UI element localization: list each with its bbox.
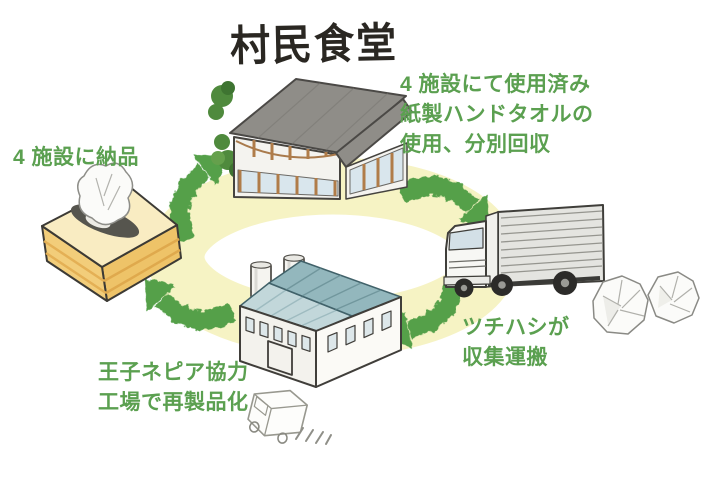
collection-truck-illustration [443,204,605,298]
label-line: 王子ネピア協力 [98,361,249,384]
label-line: ツチハシが [462,316,570,339]
label-remanufacture: 王子ネピア協力 工場で再製品化 [98,358,249,418]
label-line: 4 施設に納品 [13,146,140,169]
factory-illustration [239,254,402,388]
logo-sonmin-shokudo: 村民食堂 [229,18,399,72]
tissue-box-illustration [41,162,182,302]
label-line: 収集運搬 [462,346,548,369]
label-line: 使用、分別回収 [400,133,551,156]
label-deliver-to-facilities: 4 施設に納品 [13,143,139,173]
label-line: 4 施設にて使用済み [400,73,591,96]
label-line: 紙製ハンドタオルの [400,103,594,126]
restaurant-building-illustration [229,78,413,200]
label-collect-transport: ツチハシが 収集運搬 [462,313,570,373]
label-use-and-sort: 4 施設にて使用済み 紙製ハンドタオルの 使用、分別回収 [400,70,594,160]
crumpled-paper-illustration [592,271,700,335]
label-line: 工場で再製品化 [98,391,249,414]
motion-dashes-icon [295,427,332,445]
delivery-van-illustration [247,389,308,444]
